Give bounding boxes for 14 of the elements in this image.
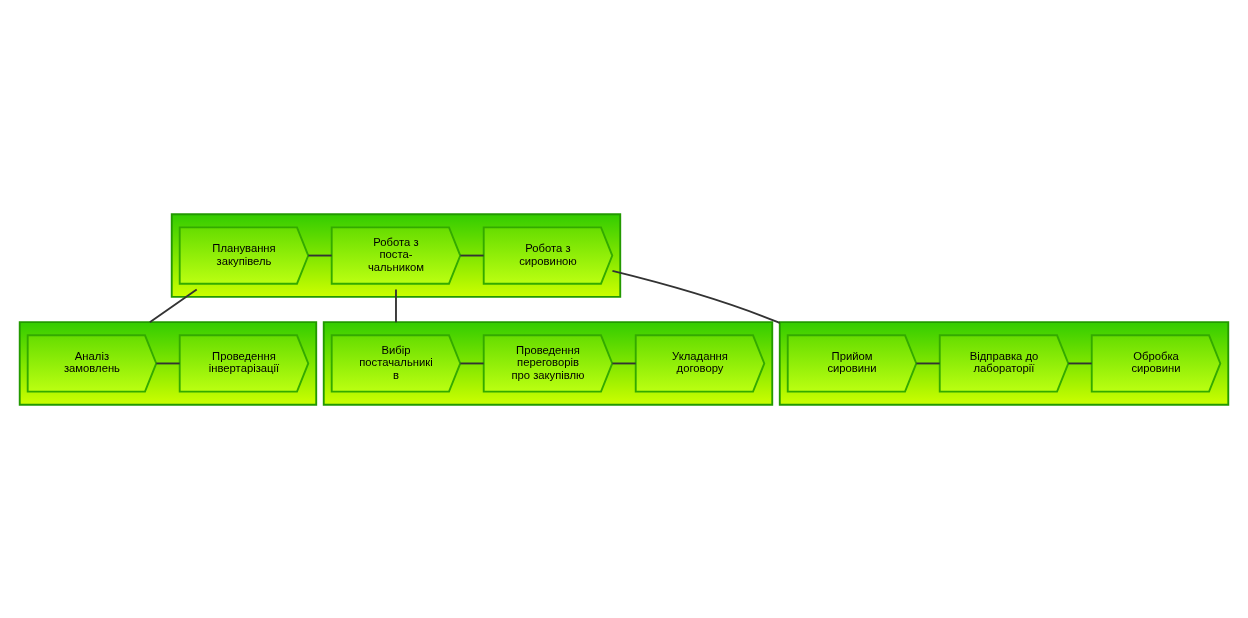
connector bbox=[307, 254, 333, 256]
cluster bbox=[778, 320, 1230, 406]
cluster bbox=[322, 320, 774, 406]
cluster bbox=[18, 320, 318, 406]
connector bbox=[155, 362, 181, 364]
connector bbox=[1067, 362, 1093, 364]
connector bbox=[611, 362, 637, 364]
connector bbox=[459, 362, 485, 364]
connector bbox=[395, 288, 397, 323]
connector bbox=[148, 288, 198, 323]
connector bbox=[611, 269, 781, 324]
connector bbox=[459, 254, 485, 256]
connector bbox=[915, 362, 941, 364]
cluster bbox=[170, 212, 622, 298]
